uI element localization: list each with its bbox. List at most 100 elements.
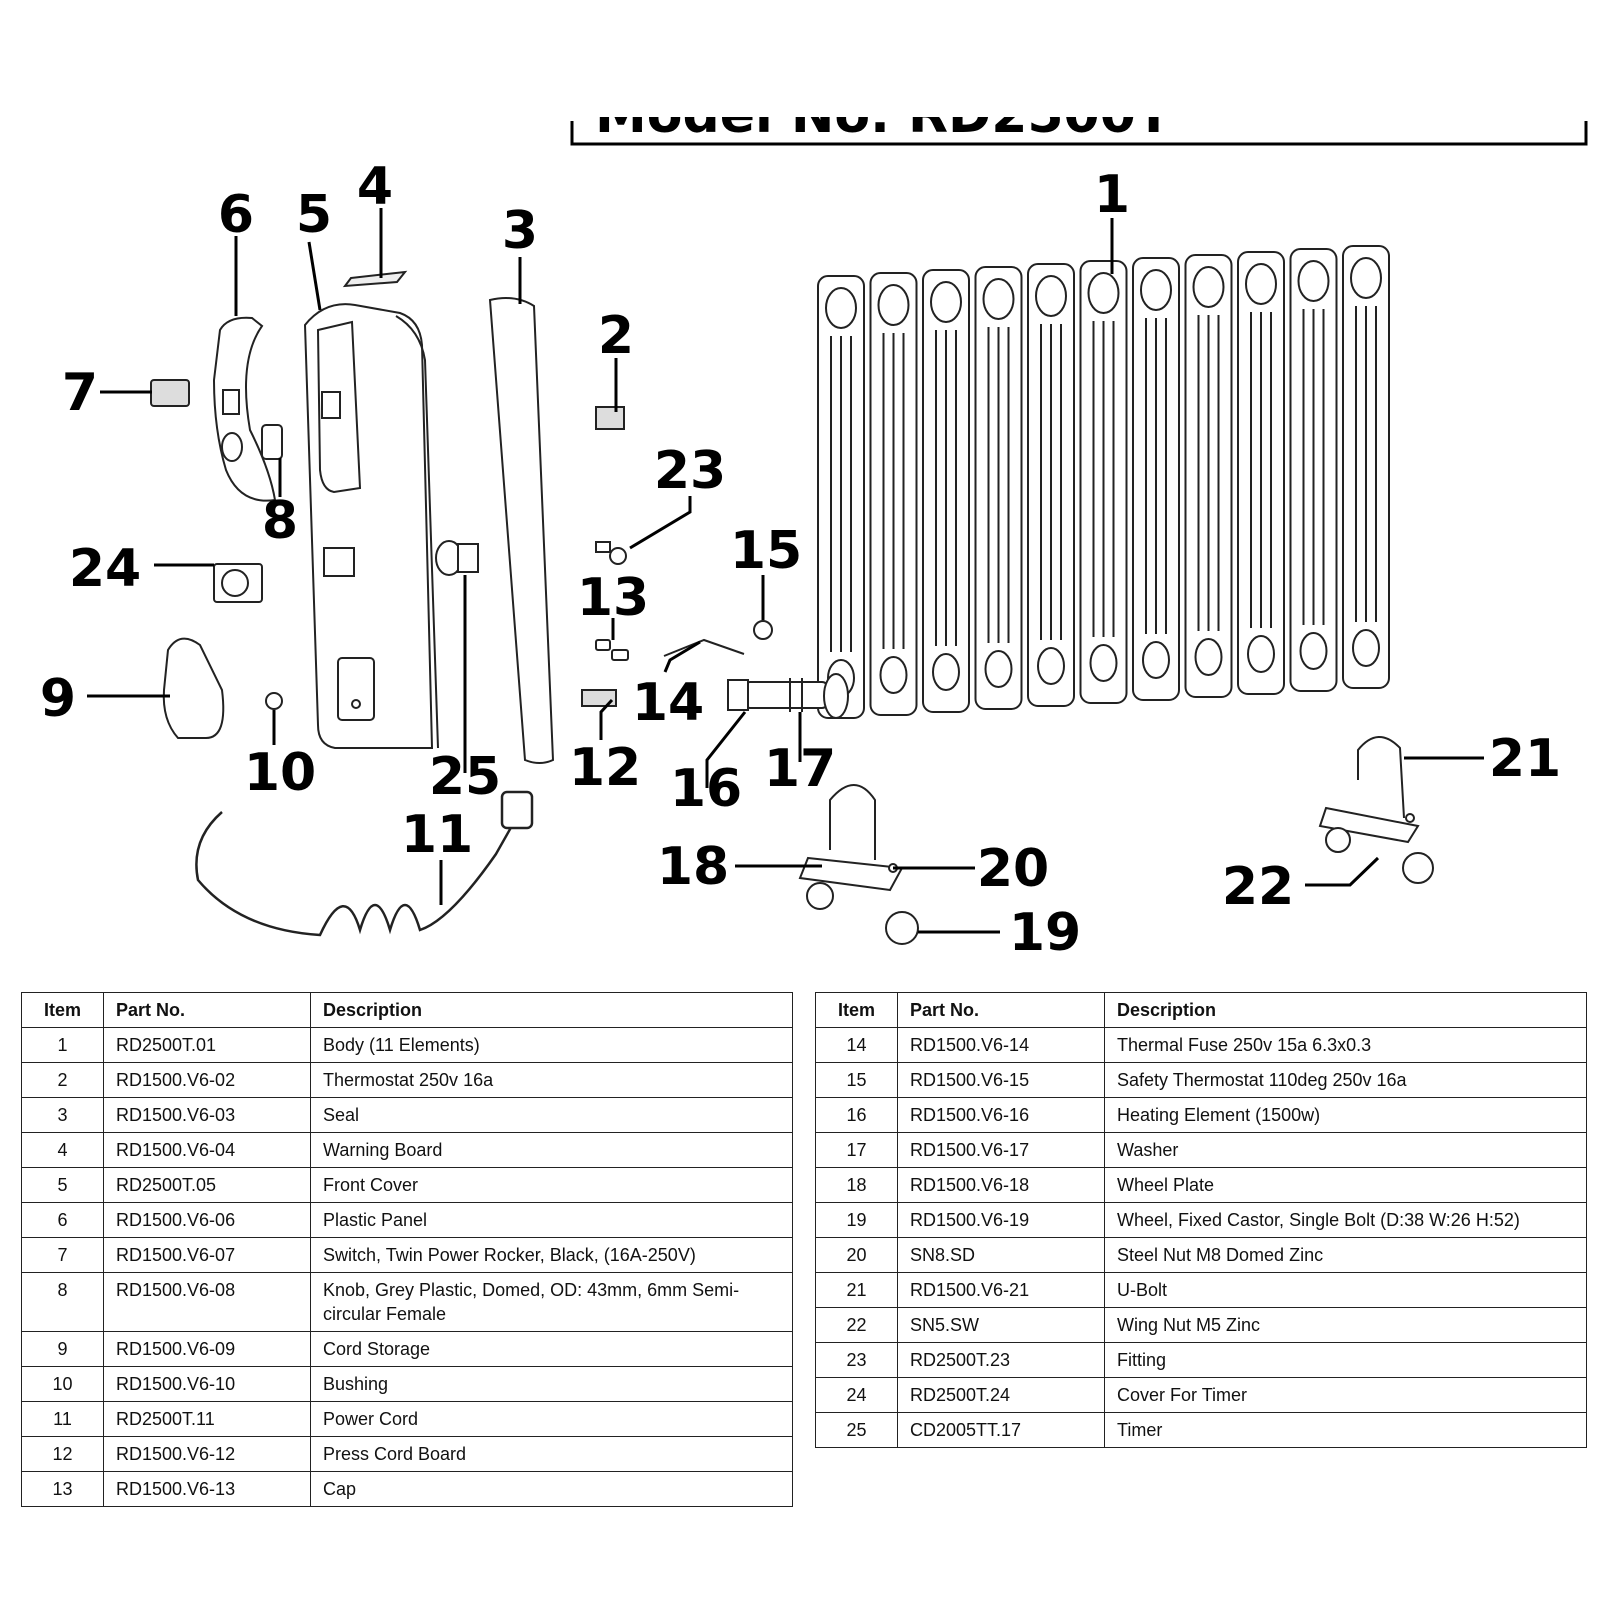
radiator-fin [1342, 245, 1390, 689]
cell-part-no: SN8.SD [897, 1237, 1105, 1273]
callout-17: 17 [764, 739, 836, 799]
cell-part-no: SN5.SW [897, 1307, 1105, 1343]
cell-description: Knob, Grey Plastic, Domed, OD: 43mm, 6mm… [310, 1272, 793, 1332]
callout-labels: 1 2 3 4 5 6 7 8 9 10 11 12 13 14 15 16 1… [40, 157, 1561, 960]
cell-description: U-Bolt [1104, 1272, 1587, 1308]
plastic-panel-part [212, 316, 283, 502]
col-header-item: Item [21, 992, 104, 1028]
cell-item: 9 [21, 1331, 104, 1367]
radiator-fin [1184, 254, 1233, 698]
cell-description: Thermal Fuse 250v 15a 6.3x0.3 [1104, 1027, 1587, 1063]
cell-description: Seal [310, 1097, 793, 1133]
col-header-description: Description [310, 992, 793, 1028]
cell-part-no: RD1500.V6-12 [103, 1436, 311, 1472]
col-header-part-no: Part No. [103, 992, 311, 1028]
cell-description: Safety Thermostat 110deg 250v 16a [1104, 1062, 1587, 1098]
callout-19: 19 [1009, 903, 1081, 960]
seal-part [488, 297, 555, 764]
cell-item: 22 [815, 1307, 898, 1343]
radiator-fin [1289, 248, 1338, 692]
callout-22: 22 [1222, 857, 1294, 917]
col-header-item: Item [815, 992, 898, 1028]
cell-description: Cord Storage [310, 1331, 793, 1367]
fitting-part [595, 541, 627, 565]
callout-14: 14 [632, 673, 704, 733]
callout-10: 10 [244, 743, 316, 803]
cell-item: 19 [815, 1202, 898, 1238]
callout-4: 4 [357, 157, 393, 217]
cell-item: 16 [815, 1097, 898, 1133]
cell-item: 8 [21, 1272, 104, 1332]
callout-13: 13 [577, 568, 649, 628]
cell-part-no: RD1500.V6-10 [103, 1366, 311, 1402]
cell-item: 15 [815, 1062, 898, 1098]
cell-item: 5 [21, 1167, 104, 1203]
cell-part-no: RD1500.V6-03 [103, 1097, 311, 1133]
callout-23: 23 [654, 441, 726, 501]
cell-item: 24 [815, 1377, 898, 1413]
model-title-box: Model No. RD2500T [570, 85, 1588, 146]
cell-item: 17 [815, 1132, 898, 1168]
cell-part-no: RD1500.V6-07 [103, 1237, 311, 1273]
cell-description: Bushing [310, 1366, 793, 1402]
cord-storage-part [162, 637, 225, 739]
cell-part-no: RD1500.V6-09 [103, 1331, 311, 1367]
cell-item: 1 [21, 1027, 104, 1063]
cell-part-no: RD1500.V6-02 [103, 1062, 311, 1098]
front-cover-part [303, 303, 439, 749]
cell-item: 6 [21, 1202, 104, 1238]
callout-5: 5 [296, 185, 332, 245]
cell-part-no: RD2500T.23 [897, 1342, 1105, 1378]
cell-part-no: RD1500.V6-19 [897, 1202, 1105, 1238]
radiator-body [817, 245, 1390, 719]
cell-item: 21 [815, 1272, 898, 1308]
cell-description: Steel Nut M8 Domed Zinc [1104, 1237, 1587, 1273]
cell-item: 25 [815, 1412, 898, 1448]
callout-18: 18 [657, 837, 729, 897]
cell-item: 10 [21, 1366, 104, 1402]
cell-part-no: RD1500.V6-18 [897, 1167, 1105, 1203]
callout-16: 16 [670, 759, 742, 819]
callout-7: 7 [62, 363, 98, 423]
wheel-assembly-right [1318, 736, 1434, 884]
cell-description: Press Cord Board [310, 1436, 793, 1472]
callout-6: 6 [218, 185, 254, 245]
cell-part-no: RD2500T.11 [103, 1401, 311, 1437]
cell-part-no: CD2005TT.17 [897, 1412, 1105, 1448]
leader-lines [87, 208, 1484, 934]
cap-part [595, 639, 629, 661]
radiator-fin [922, 269, 970, 713]
callout-25: 25 [429, 747, 501, 807]
cell-part-no: RD1500.V6-16 [897, 1097, 1105, 1133]
cell-item: 3 [21, 1097, 104, 1133]
cell-description: Wing Nut M5 Zinc [1104, 1307, 1587, 1343]
radiator-fin [1132, 257, 1180, 701]
model-title: Model No. RD2500T [595, 85, 1172, 145]
cell-part-no: RD1500.V6-13 [103, 1471, 311, 1507]
callout-15: 15 [730, 521, 802, 581]
cell-part-no: RD1500.V6-21 [897, 1272, 1105, 1308]
cell-description: Timer [1104, 1412, 1587, 1448]
power-cord-part [195, 790, 534, 937]
cell-part-no: RD2500T.05 [103, 1167, 311, 1203]
radiator-fin [1079, 260, 1128, 704]
switch-part [150, 379, 190, 407]
table-header-row: Item Part No. Description [815, 992, 1587, 1028]
cell-description: Front Cover [310, 1167, 793, 1203]
